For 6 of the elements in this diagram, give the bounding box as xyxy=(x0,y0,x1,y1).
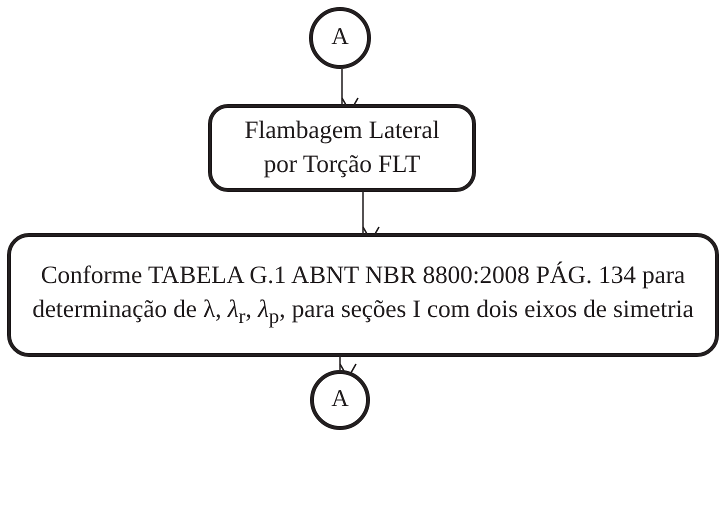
node-text: Conforme TABELA G.1 ABNT NBR 8800:2008 PÁG. 134 para determinação de λ, λ$_{r}$, λ$_{p}$, para seções I com dois eixos de simetria xyxy=(31,260,695,330)
process-box xyxy=(7,233,719,357)
node-text: A xyxy=(331,385,349,414)
node-text: Flambagem Lateral por Torção FLT xyxy=(243,116,441,180)
node-text: A xyxy=(331,23,349,52)
process-box xyxy=(208,104,476,192)
